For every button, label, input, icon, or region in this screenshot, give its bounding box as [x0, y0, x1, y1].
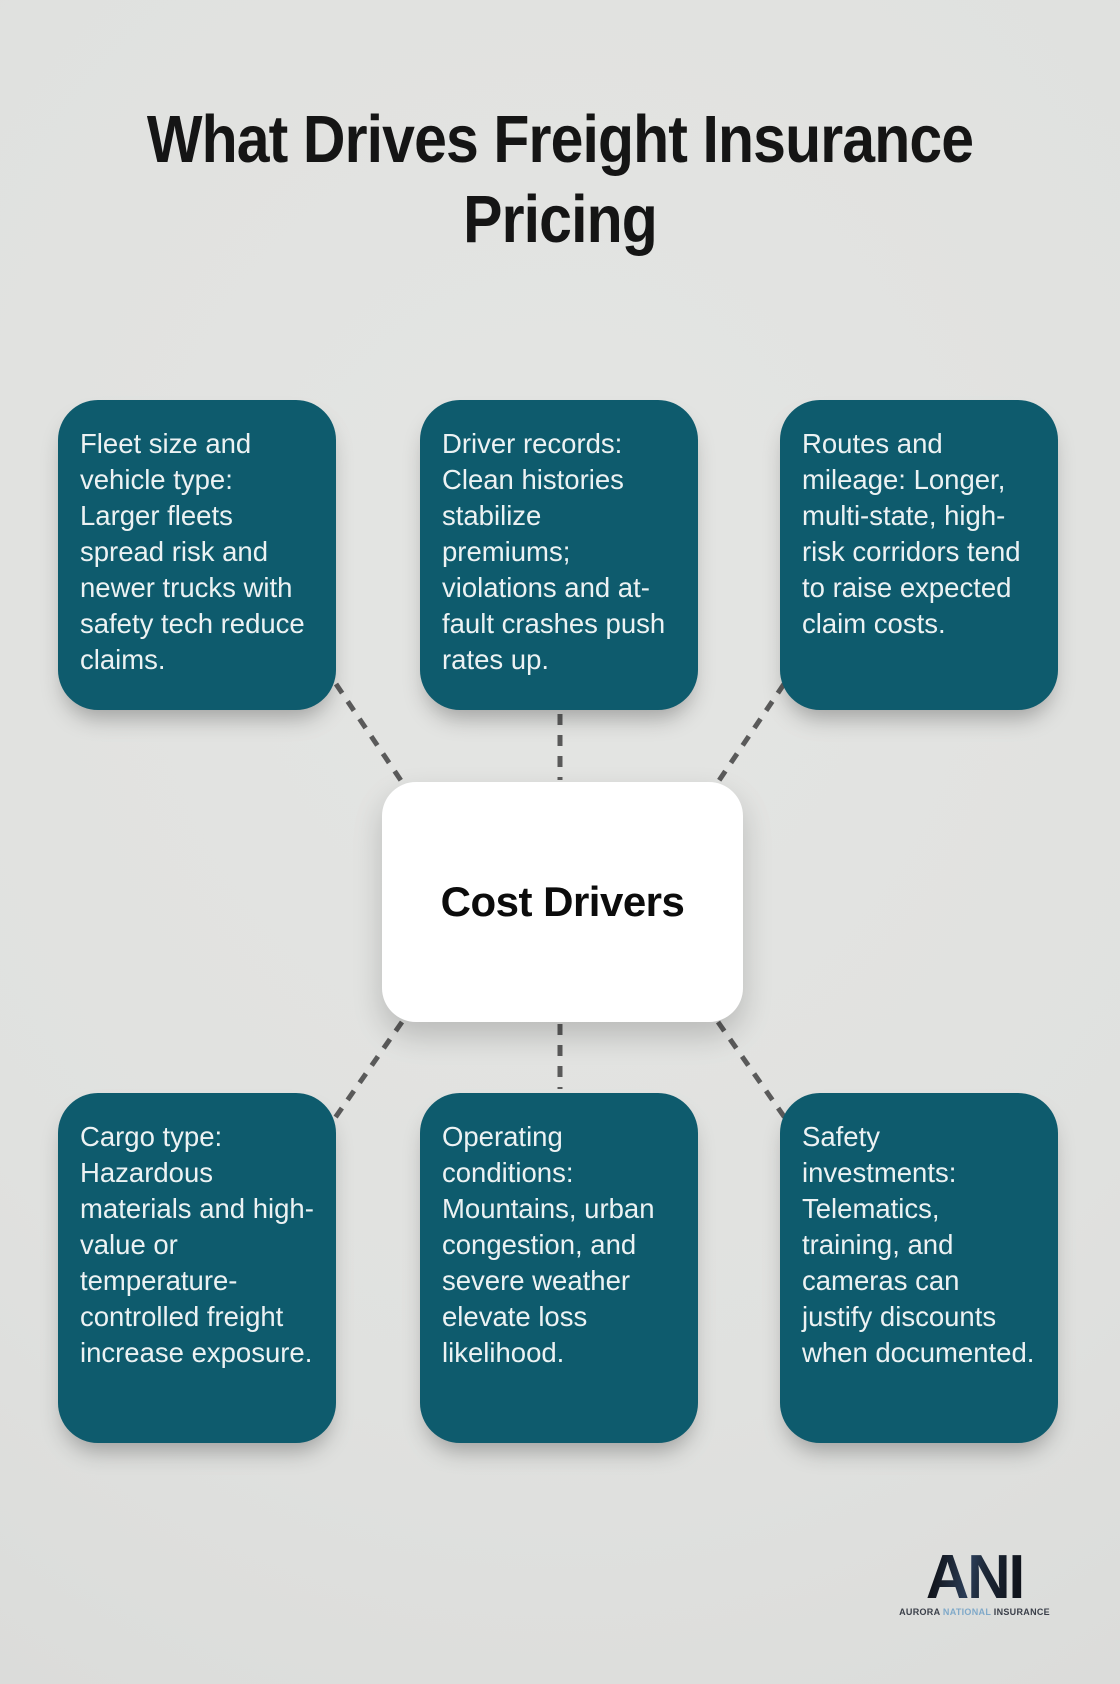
brand-word-aurora: AURORA [899, 1607, 941, 1617]
factor-card-safety-investments: Safety investments: Telematics, training… [780, 1093, 1058, 1443]
factor-card-text: Driver records: Clean histories stabiliz… [442, 428, 666, 675]
connector-bottom-right [715, 1020, 795, 1130]
factor-card-text: Operating conditions: Mountains, urban c… [442, 1121, 655, 1368]
connector-top-right [715, 682, 787, 784]
center-node: Cost Drivers [382, 782, 743, 1022]
center-node-label: Cost Drivers [440, 878, 685, 925]
factor-card-text: Fleet size and vehicle type: Larger flee… [80, 428, 305, 675]
page-title-line-1: What Drives Freight Insurance [146, 102, 974, 177]
brand-logo-acronym: ANI [899, 1545, 1050, 1607]
brand-word-national: NATIONAL [942, 1607, 991, 1617]
brand-word-insurance: INSURANCE [993, 1607, 1050, 1617]
factor-card-cargo-type: Cargo type: Hazardous materials and high… [58, 1093, 336, 1443]
brand-logo: ANI AURORA NATIONAL INSURANCE [899, 1545, 1050, 1617]
brand-logo-tagline: AURORA NATIONAL INSURANCE [899, 1607, 1050, 1617]
factor-card-fleet-size: Fleet size and vehicle type: Larger flee… [58, 400, 336, 710]
factor-card-text: Routes and mileage: Longer, multi-state,… [802, 428, 1021, 639]
page-title-line-2: Pricing [463, 182, 658, 257]
factor-card-driver-records: Driver records: Clean histories stabiliz… [420, 400, 698, 710]
connector-bottom-left [325, 1020, 405, 1130]
factor-card-text: Cargo type: Hazardous materials and high… [80, 1121, 314, 1368]
factor-card-operating-conditions: Operating conditions: Mountains, urban c… [420, 1093, 698, 1443]
factor-card-text: Safety investments: Telematics, training… [802, 1121, 1035, 1368]
factor-card-routes-mileage: Routes and mileage: Longer, multi-state,… [780, 400, 1058, 710]
page-title: What Drives Freight Insurance Pricing [0, 100, 1120, 260]
connector-top-left [333, 682, 405, 784]
